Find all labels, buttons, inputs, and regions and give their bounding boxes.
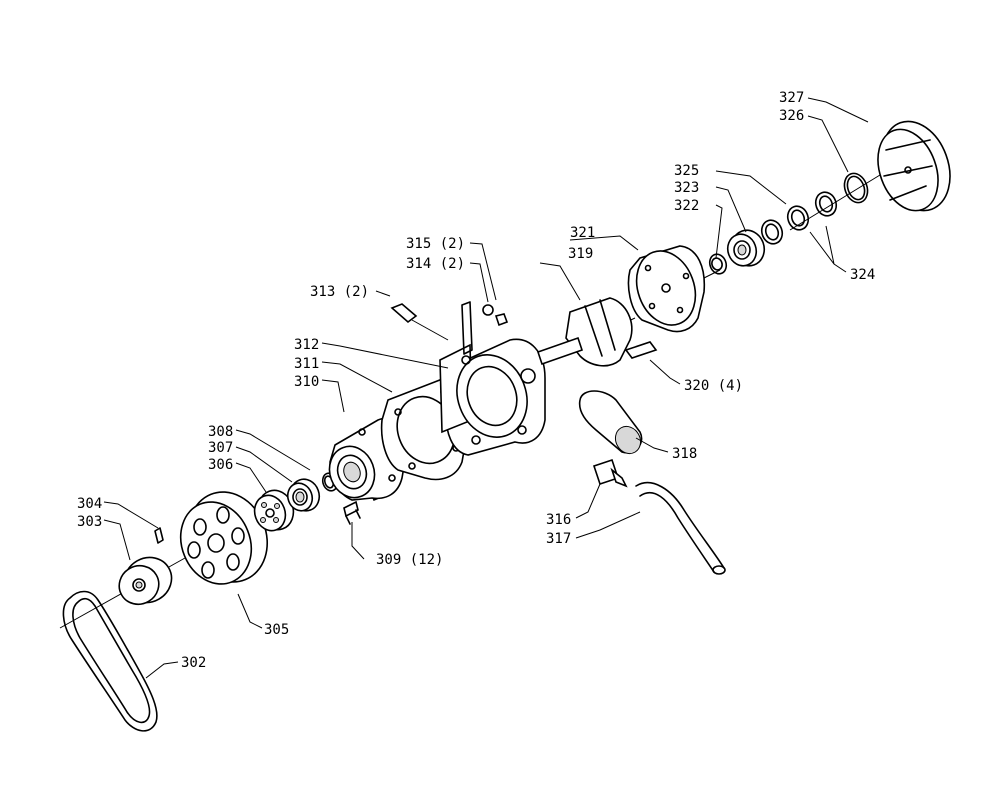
callout-319: 319 (568, 246, 593, 262)
callout-302: 302 (181, 655, 206, 671)
callout-317: 317 (546, 531, 571, 547)
snap-ring-part-326 (843, 172, 869, 204)
callout-326: 326 (779, 108, 804, 124)
callout-303: 303 (77, 514, 102, 530)
bearing-part-323 (726, 229, 766, 267)
vane-part-320 (624, 341, 658, 359)
hose-part-317 (635, 481, 726, 575)
callout-314: 314 (2) (406, 256, 465, 272)
fitting-part-316 (592, 458, 628, 488)
callout-318: 318 (672, 446, 697, 462)
rotor-part-319 (536, 297, 633, 367)
callout-325: 325 (674, 163, 699, 179)
seal-part-322 (708, 253, 728, 275)
callout-307: 307 (208, 440, 233, 456)
callout-324: 324 (850, 267, 875, 283)
callout-321: 321 (570, 225, 595, 241)
callout-304: 304 (77, 496, 102, 512)
callout-323: 323 (674, 180, 699, 196)
set-screw-part-304 (154, 527, 164, 544)
end-plate-part-321 (627, 245, 706, 333)
callout-309: 309 (12) (376, 552, 443, 568)
bearing-part-307 (286, 478, 321, 512)
washer-part-324 (786, 191, 838, 231)
callout-320: 320 (4) (684, 378, 743, 394)
callout-305: 305 (264, 622, 289, 638)
coupling-part-306 (253, 489, 295, 532)
filter-part-318 (578, 390, 643, 455)
washer-nut-part-314-315 (482, 304, 509, 327)
bolt-part-309 (343, 500, 361, 525)
callout-327: 327 (779, 90, 804, 106)
rear-cover-part-327 (877, 120, 951, 212)
callout-311: 311 (294, 356, 319, 372)
belt-part-302 (62, 590, 158, 732)
callout-306: 306 (208, 457, 233, 473)
leader-lines (103, 97, 869, 679)
callout-310: 310 (294, 374, 319, 390)
callout-315: 315 (2) (406, 236, 465, 252)
spacer-part-325 (760, 219, 784, 245)
screw-part-313 (390, 303, 449, 341)
callout-312: 312 (294, 337, 319, 353)
callout-316: 316 (546, 512, 571, 528)
callout-308: 308 (208, 424, 233, 440)
fan-pulley-part-305 (179, 491, 269, 585)
small-pulley-part-303 (118, 556, 173, 606)
callout-313: 313 (2) (310, 284, 369, 300)
callout-322: 322 (674, 198, 699, 214)
pump-housing-part-312 (439, 301, 546, 456)
